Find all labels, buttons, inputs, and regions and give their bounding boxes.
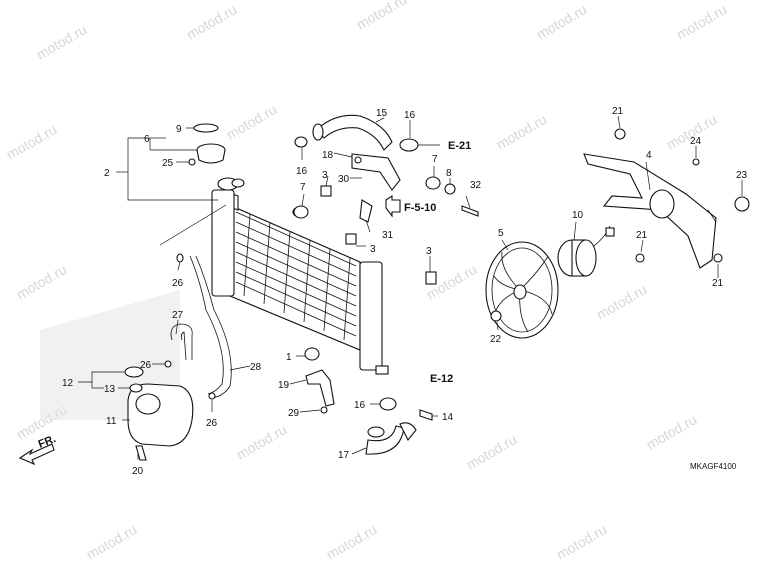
watermark: motod.ru	[184, 1, 240, 42]
lower-bracket	[305, 369, 335, 414]
callout-label: 19	[278, 380, 290, 391]
cooling-fan	[485, 241, 559, 339]
callout-label: 21	[636, 230, 648, 241]
watermark: motod.ru	[534, 1, 590, 42]
callout-label: 3	[370, 244, 376, 255]
watermark: motod.ru	[84, 521, 140, 562]
watermark: motod.ru	[224, 101, 280, 142]
clip-set	[320, 185, 437, 285]
watermark: motod.ru	[234, 421, 290, 462]
watermark: motod.ru	[494, 111, 550, 152]
callout-label: 23	[736, 170, 748, 181]
callout-label: 20	[132, 466, 144, 477]
callout-labels: 1 2 3 3 3 4 5 6 7 7 8 9 10 11 12 13 14 1…	[62, 106, 748, 477]
callout-label: 5	[498, 228, 504, 239]
callout-label: 7	[432, 154, 438, 165]
callout-label: 28	[250, 362, 262, 373]
callout-label: 11	[106, 416, 117, 427]
watermark: motod.ru	[324, 521, 380, 562]
reserve-tank	[124, 253, 232, 461]
callout-label: 14	[442, 412, 454, 423]
callout-label: 32	[470, 180, 482, 191]
callout-label: 9	[176, 124, 182, 135]
direction-label: FR.	[37, 433, 58, 451]
callout-label: 6	[144, 134, 150, 145]
callout-label: 21	[712, 278, 724, 289]
watermark: motod.ru	[354, 0, 410, 33]
reference-arrows	[18, 194, 401, 466]
callout-label: 4	[646, 150, 652, 161]
callout-label: 3	[426, 246, 432, 257]
leader-lines	[78, 115, 743, 460]
callout-label: 16	[404, 110, 416, 121]
callout-label: 21	[612, 106, 624, 117]
callout-label: 29	[288, 408, 300, 419]
watermark: motod.ru	[674, 1, 730, 42]
watermark: motod.ru	[4, 121, 60, 162]
upper-hose	[294, 114, 419, 152]
watermark: motod.ru	[554, 521, 610, 562]
reference-label: E-21	[448, 140, 471, 152]
callout-label: 30	[338, 174, 350, 185]
callout-label: 1	[286, 352, 292, 363]
mount-rubbers	[293, 205, 320, 361]
callout-label: 25	[162, 158, 174, 169]
callout-label: 26	[206, 418, 218, 429]
callout-label: 17	[338, 450, 350, 461]
callout-label: 27	[172, 310, 184, 321]
callout-label: 31	[382, 230, 394, 241]
callout-label: 26	[140, 360, 152, 371]
callout-label: 16	[354, 400, 366, 411]
fan-motor	[557, 225, 615, 277]
radiator	[211, 177, 389, 375]
watermark: motod.ru	[644, 411, 700, 452]
callout-label: 10	[572, 210, 584, 221]
callout-label: 2	[104, 168, 110, 179]
callout-label: 8	[446, 168, 452, 179]
diagram-code: MKAGF4100	[690, 462, 737, 471]
reference-label: F-5-10	[404, 202, 436, 214]
callout-label: 18	[322, 150, 334, 161]
lower-hose	[365, 397, 433, 455]
fan-shroud	[490, 128, 750, 322]
callout-label: 15	[376, 108, 388, 119]
callout-label: 13	[104, 384, 116, 395]
callout-label: 7	[300, 182, 306, 193]
thermostat-bracket	[351, 153, 479, 223]
callout-label: 3	[322, 170, 328, 181]
callout-label: 22	[490, 334, 502, 345]
callout-label: 24	[690, 136, 702, 147]
watermark: motod.ru	[594, 281, 650, 322]
callout-label: 26	[172, 278, 184, 289]
filler-cap-assembly	[188, 123, 226, 166]
watermark: motod.ru	[34, 21, 90, 62]
callout-label: 16	[296, 166, 308, 177]
callout-label: 12	[62, 378, 74, 389]
watermark: motod.ru	[464, 431, 520, 472]
reference-label: E-12	[430, 373, 453, 385]
watermark: motod.ru	[14, 261, 70, 302]
